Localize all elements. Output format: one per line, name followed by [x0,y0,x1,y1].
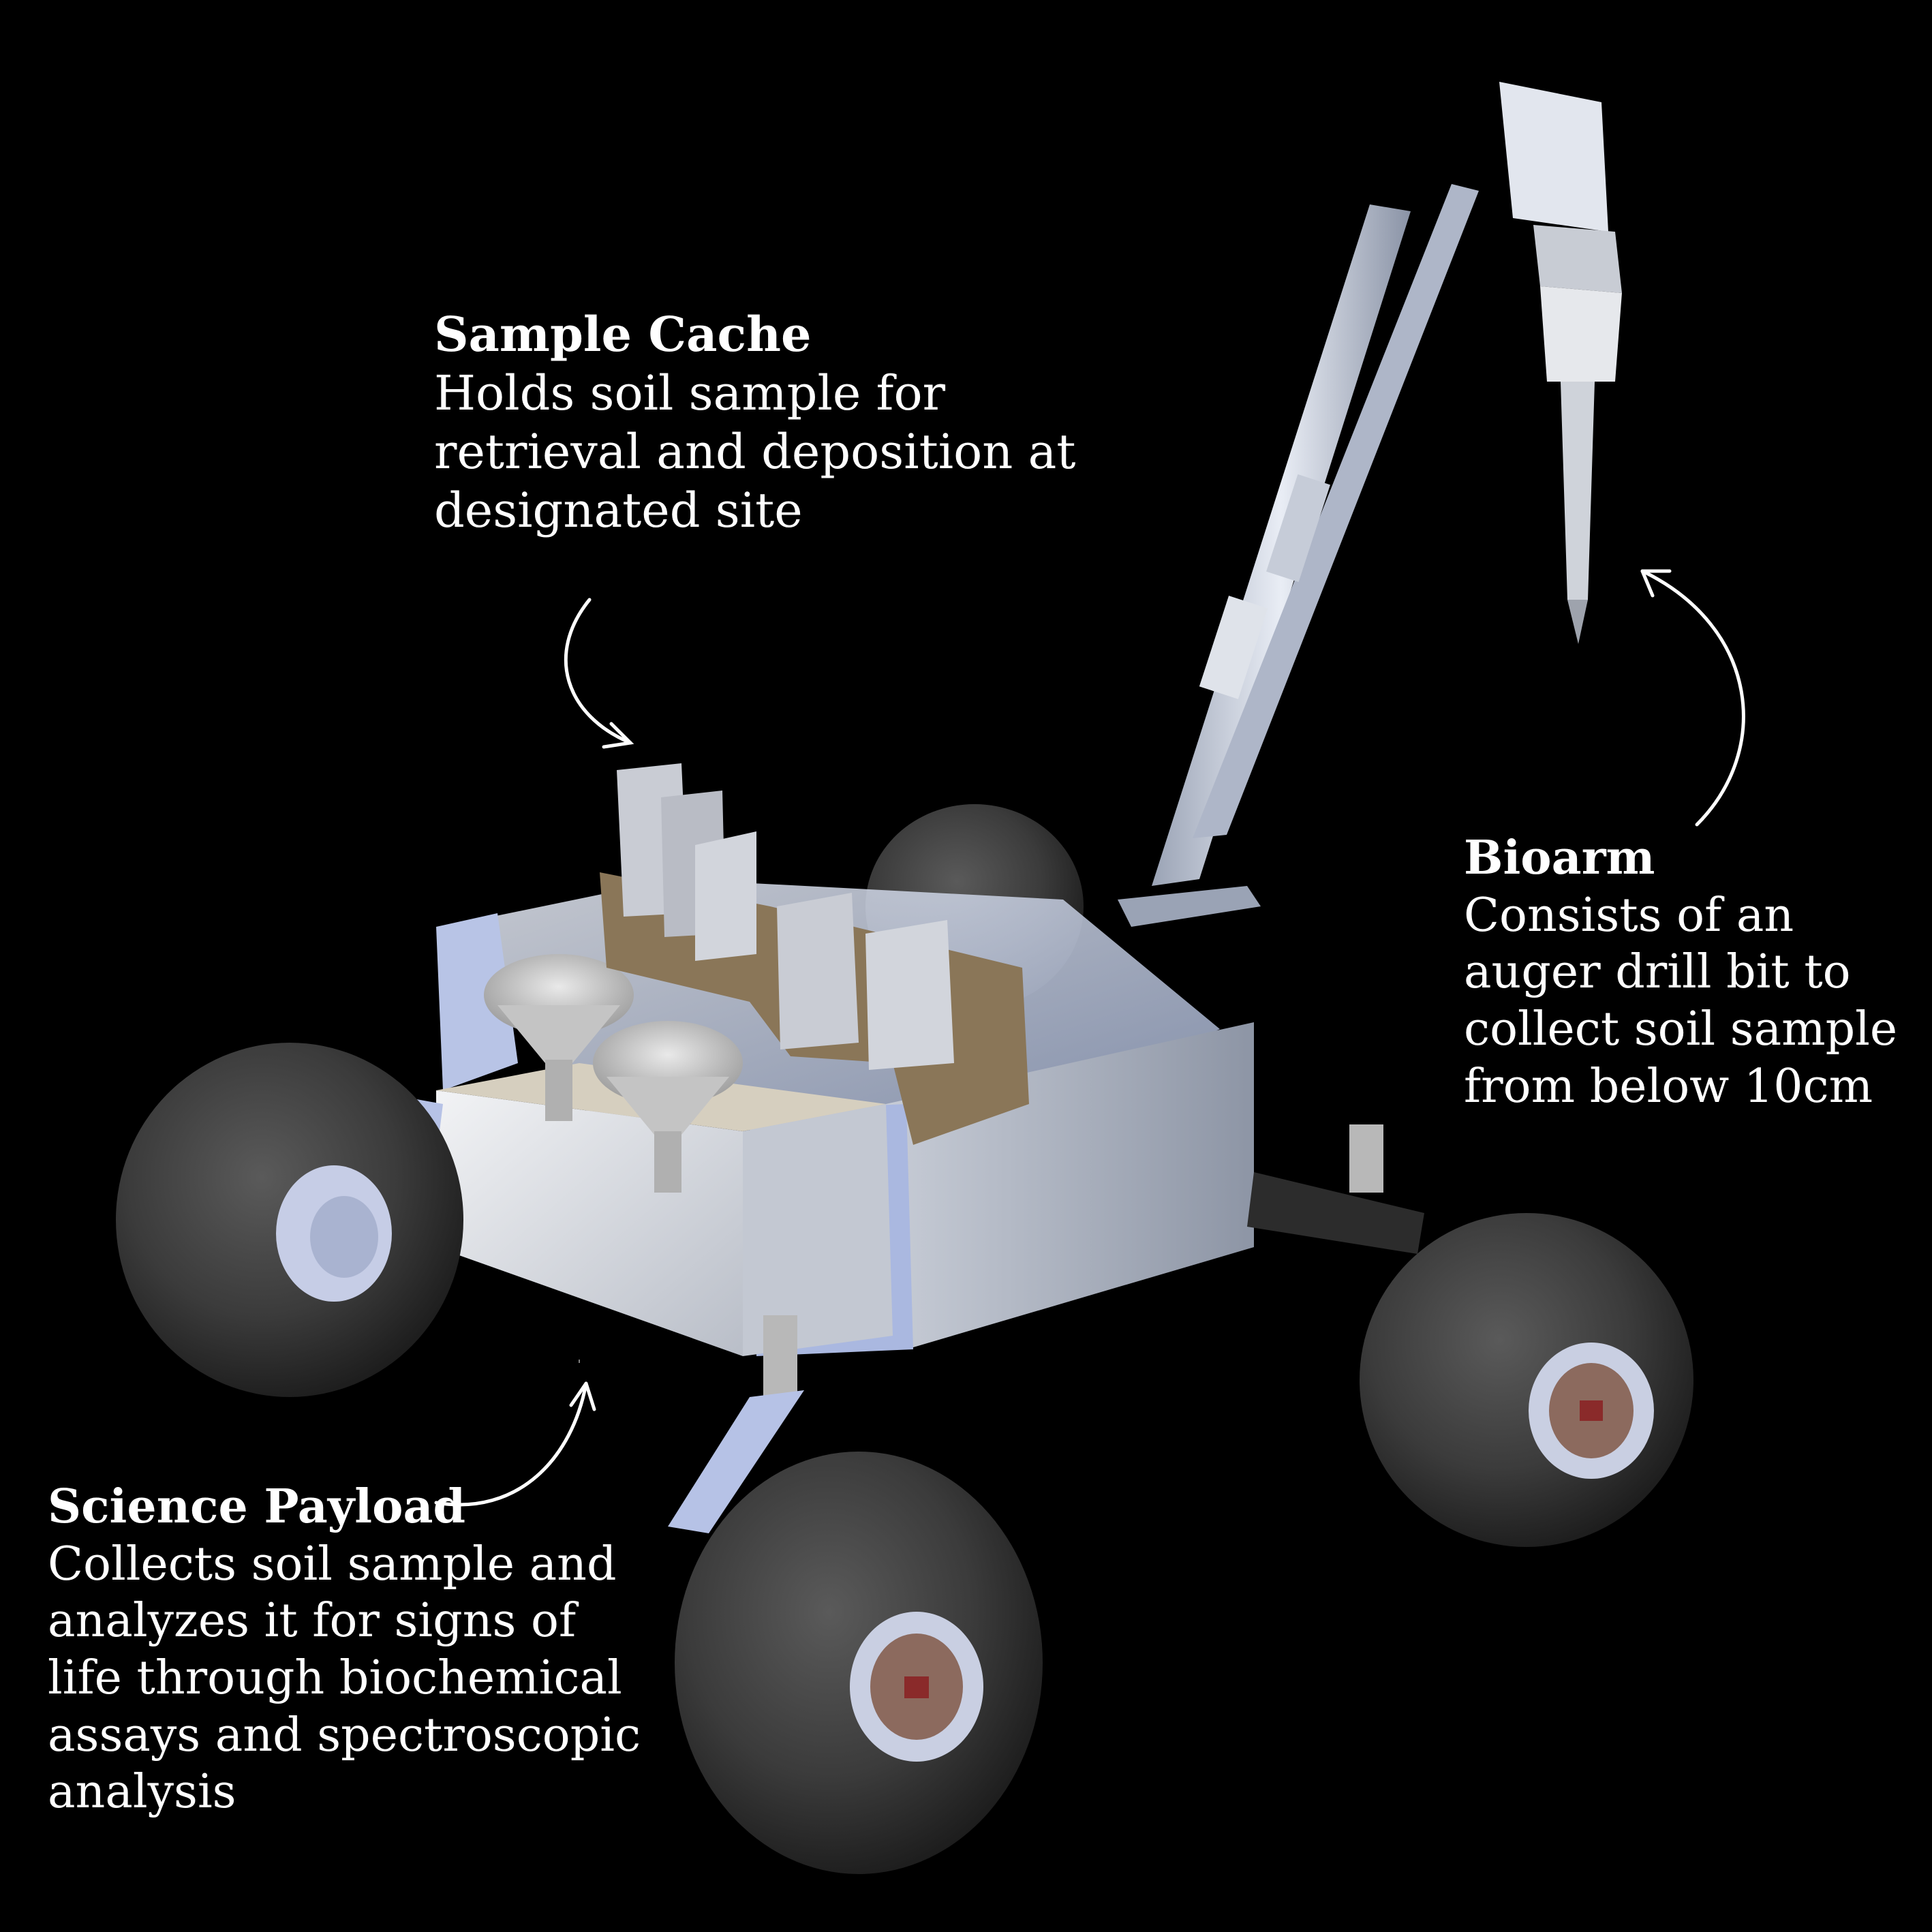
science-payload-description: Collects soil sample and analyzes it for… [48,1537,641,1820]
bioarm [1118,82,1622,927]
sample-cache-description: Holds soil sample for retrieval and depo… [434,365,1076,539]
sample-cache-title: Sample Cache [434,306,812,363]
funnel-right [593,1021,743,1193]
funnel-left [484,954,634,1121]
sample-cache [600,763,1029,1145]
bioarm-description: Consists of an auger drill bit to collec… [1464,888,1898,1114]
science-payload-arrow [434,1381,596,1507]
science-payload-title: Science Payload [48,1479,466,1534]
bioarm-annotation: Bioarm Consists of an auger drill bit to… [1464,830,1897,1115]
front-right-wheel [675,1452,1043,1874]
front-left-wheel [116,1043,463,1397]
sample-cache-arrow [564,598,634,749]
rear-right-wheel [1360,1213,1693,1547]
sample-cache-annotation: Sample Cache Holds soil sample for retri… [434,305,1075,540]
bioarm-title: Bioarm [1464,831,1655,885]
bioarm-arrow [1640,569,1745,827]
science-payload-annotation: Science Payload Collects soil sample and… [48,1479,641,1821]
